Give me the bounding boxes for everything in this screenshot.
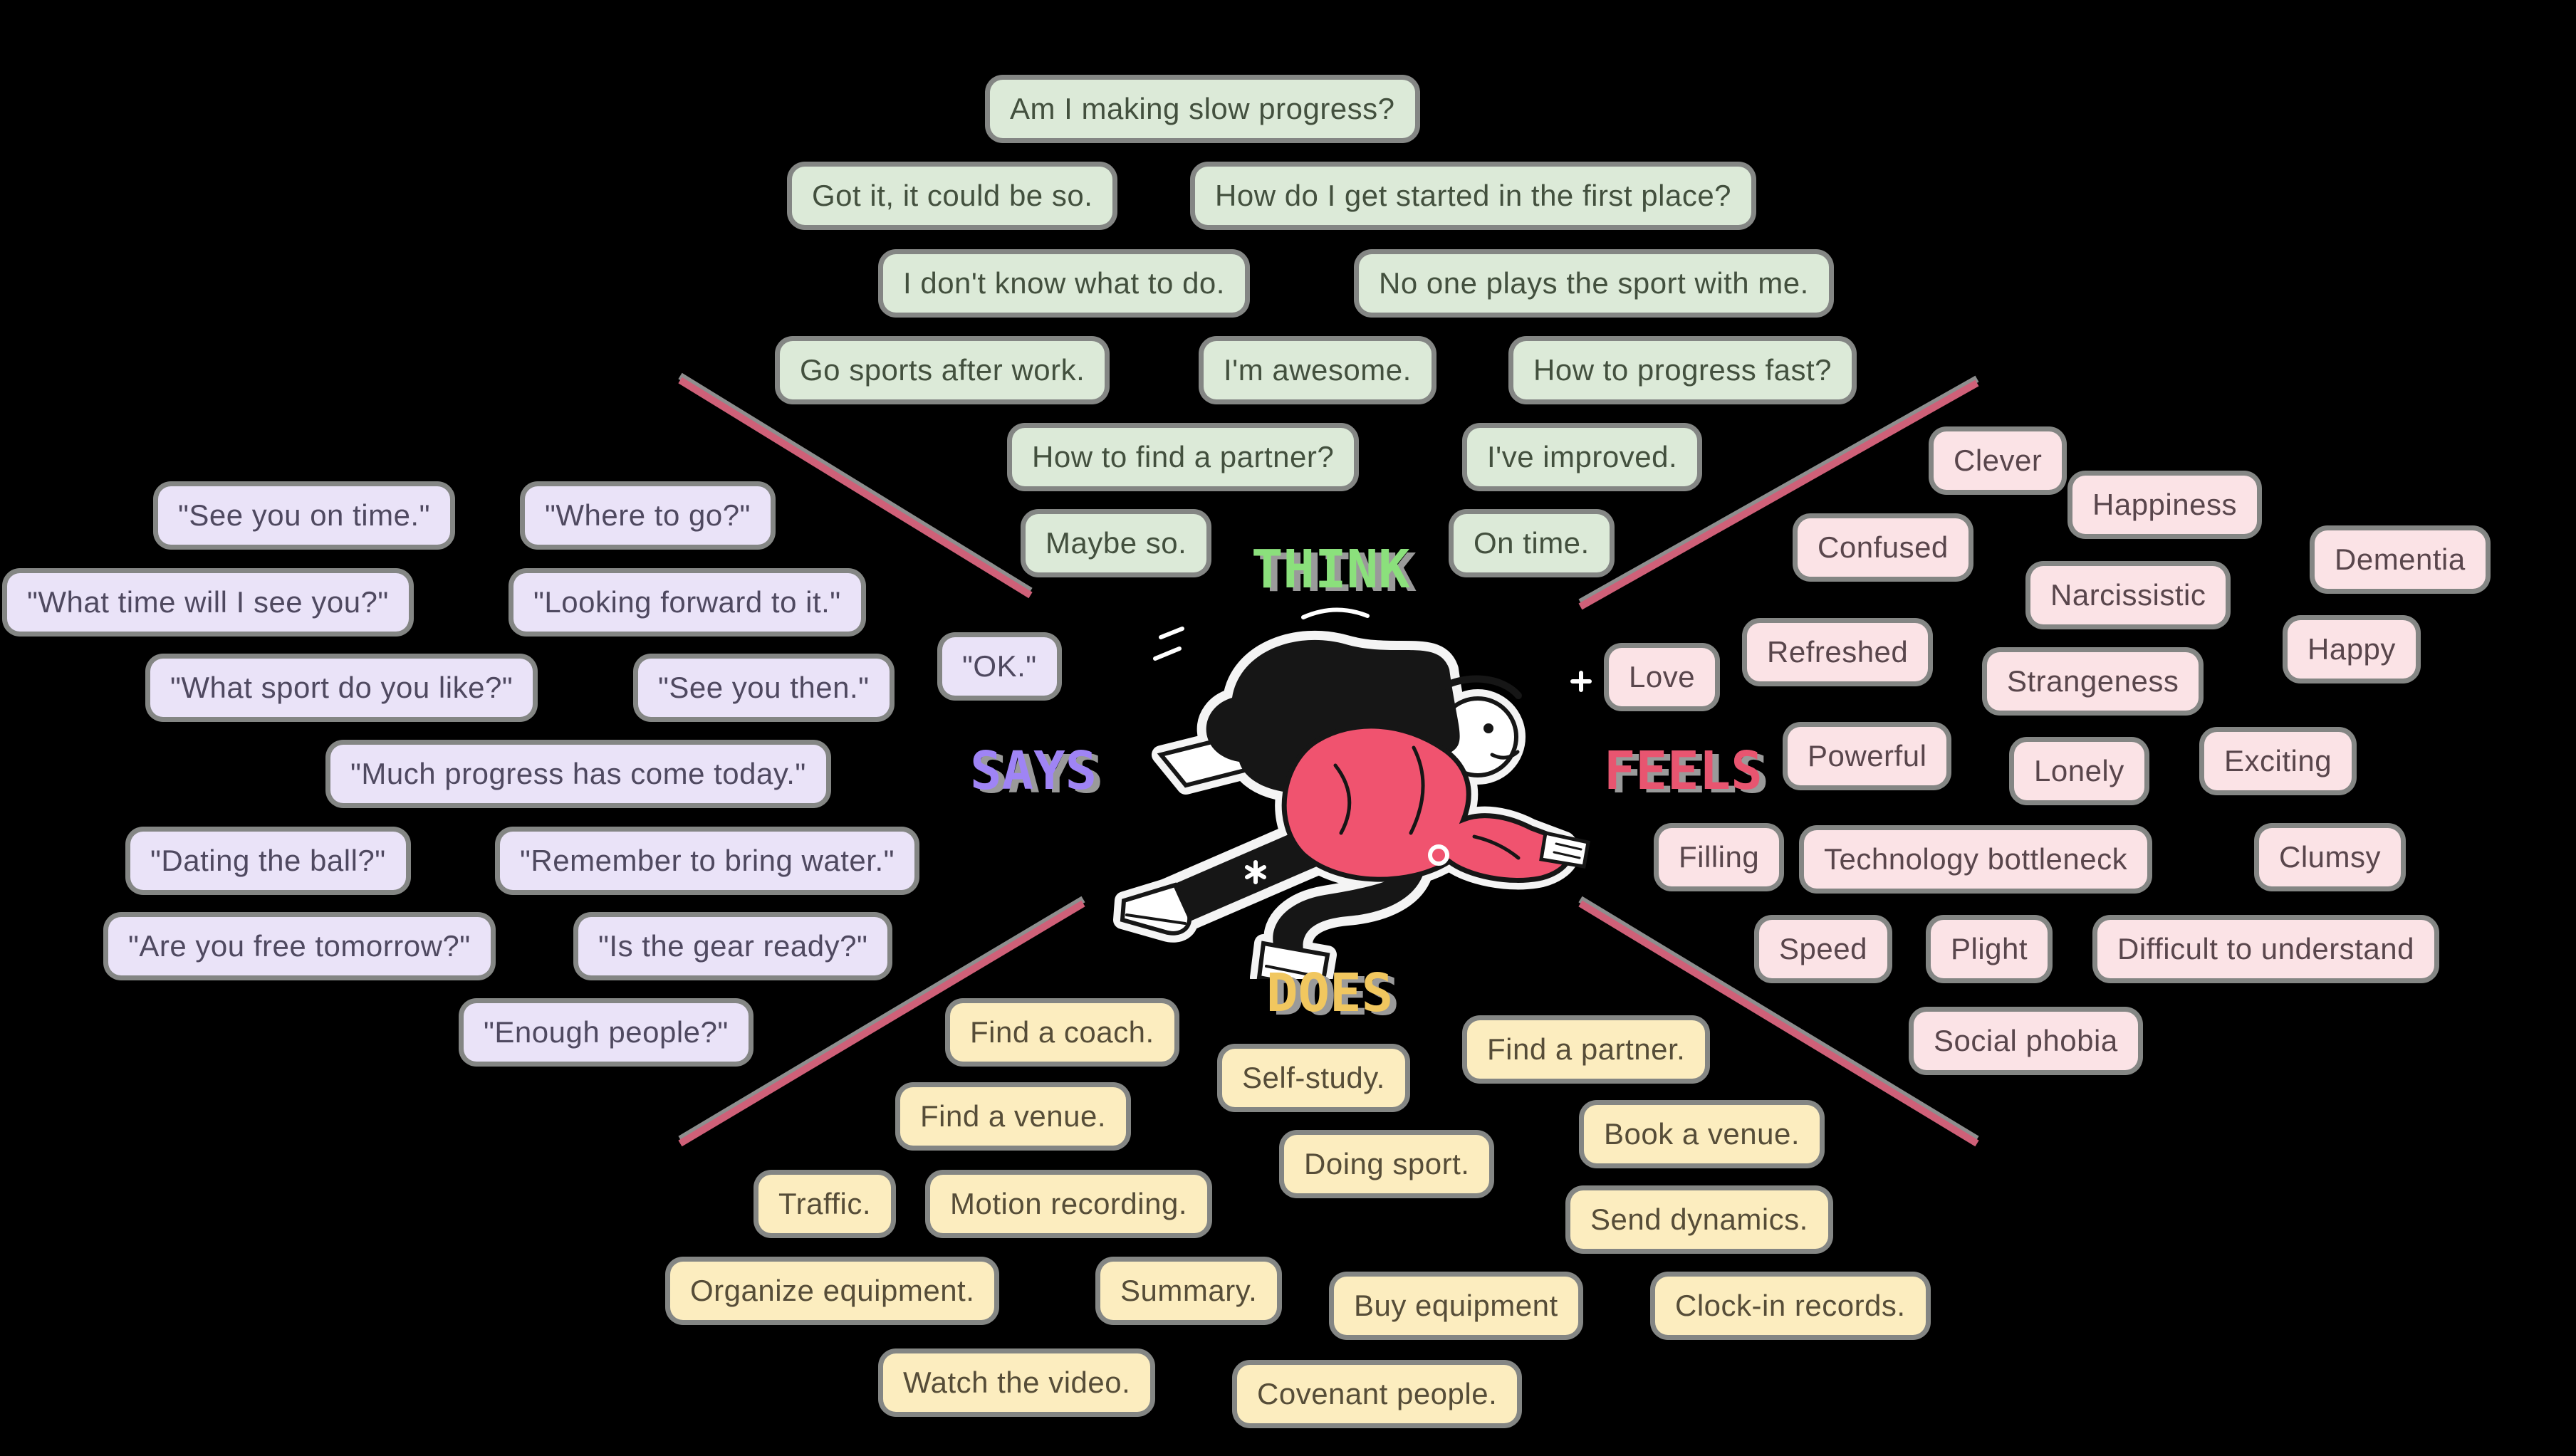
quadrant-label-does: DOES: [1266, 963, 1394, 1024]
sticky-note-think[interactable]: I'm awesome.: [1204, 341, 1432, 399]
sticky-note-feels[interactable]: Plight: [1931, 920, 2048, 978]
sticky-note-does[interactable]: Book a venue.: [1584, 1105, 1820, 1163]
sticky-note-does[interactable]: Summary.: [1100, 1262, 1278, 1320]
sticky-note-think[interactable]: Maybe so.: [1026, 514, 1207, 572]
sticky-note-feels[interactable]: Filling: [1659, 828, 1780, 886]
person-illustration: [1113, 607, 1592, 979]
quadrant-label-think: THINK: [1251, 539, 1410, 600]
sticky-note-says[interactable]: "What time will I see you?": [7, 573, 409, 632]
sparkle-icons: [1153, 607, 1592, 884]
sticky-note-think[interactable]: On time.: [1454, 514, 1610, 572]
person-head: [1206, 639, 1522, 793]
sticky-note-feels[interactable]: Exciting: [2204, 732, 2352, 790]
sticky-note-think[interactable]: I've improved.: [1467, 428, 1698, 486]
sticky-note-does[interactable]: Doing sport.: [1284, 1135, 1490, 1193]
sticky-note-think[interactable]: No one plays the sport with me.: [1359, 254, 1829, 313]
sticky-note-feels[interactable]: Love: [1609, 648, 1716, 706]
sticky-note-feels[interactable]: Happy: [2288, 620, 2416, 679]
sticky-note-says[interactable]: "OK.": [942, 637, 1057, 696]
sticky-note-says[interactable]: "Is the gear ready?": [578, 917, 888, 975]
sticky-note-does[interactable]: Watch the video.: [883, 1353, 1151, 1412]
sticky-note-feels[interactable]: Dementia: [2315, 530, 2486, 589]
sticky-note-does[interactable]: Clock-in records.: [1655, 1277, 1926, 1335]
sticky-note-says[interactable]: "Dating the ball?": [130, 832, 406, 890]
sticky-note-think[interactable]: I don't know what to do.: [883, 254, 1245, 313]
sticky-note-does[interactable]: Buy equipment: [1334, 1277, 1578, 1335]
sticky-note-feels[interactable]: Narcissistic: [2030, 566, 2226, 624]
sticky-note-think[interactable]: How to progress fast?: [1513, 341, 1852, 399]
sticky-note-does[interactable]: Send dynamics.: [1570, 1190, 1828, 1249]
sticky-note-feels[interactable]: Clumsy: [2259, 828, 2402, 886]
sticky-note-feels[interactable]: Social phobia: [1914, 1012, 2138, 1070]
sticky-note-says[interactable]: "What sport do you like?": [150, 659, 533, 717]
sticky-note-does[interactable]: Find a coach.: [950, 1003, 1174, 1062]
sticky-note-says[interactable]: "Much progress has come today.": [330, 745, 826, 803]
sticky-note-think[interactable]: How to find a partner?: [1012, 428, 1355, 486]
sticky-note-think[interactable]: Am I making slow progress?: [990, 80, 1415, 138]
sticky-note-think[interactable]: Go sports after work.: [780, 341, 1105, 399]
sticky-note-feels[interactable]: Confused: [1798, 518, 1968, 577]
sticky-note-says[interactable]: "Remember to bring water.": [500, 832, 915, 890]
person-legs: [1120, 828, 1424, 979]
sticky-note-feels[interactable]: Powerful: [1788, 727, 1947, 785]
sticky-note-does[interactable]: Organize equipment.: [670, 1262, 995, 1320]
sticky-note-does[interactable]: Motion recording.: [930, 1175, 1207, 1233]
sticky-note-does[interactable]: Covenant people.: [1237, 1365, 1518, 1423]
sticky-note-feels[interactable]: Difficult to understand: [2097, 920, 2434, 978]
sticky-note-says[interactable]: "See you then.": [638, 659, 890, 717]
sticky-note-does[interactable]: Traffic.: [758, 1175, 892, 1233]
sticky-note-feels[interactable]: Refreshed: [1747, 623, 1929, 681]
sticky-note-says[interactable]: "Enough people?": [464, 1003, 749, 1062]
sticky-note-says[interactable]: "Are you free tomorrow?": [108, 917, 491, 975]
sticky-note-think[interactable]: Got it, it could be so.: [792, 167, 1113, 225]
quadrant-label-feels: FEELS: [1604, 740, 1763, 802]
sticky-note-does[interactable]: Self-study.: [1222, 1049, 1405, 1107]
sticky-note-feels[interactable]: Strangeness: [1987, 652, 2199, 711]
sticky-note-feels[interactable]: Clever: [1934, 431, 2063, 490]
sticky-note-feels[interactable]: Lonely: [2014, 742, 2144, 800]
sticky-note-think[interactable]: How do I get started in the first place?: [1195, 167, 1752, 225]
scarf: [1157, 726, 1307, 788]
sticky-note-feels[interactable]: Technology bottleneck: [1804, 830, 2148, 889]
divider-line: [678, 372, 1033, 595]
sticky-note-does[interactable]: Find a partner.: [1467, 1020, 1706, 1079]
sticky-note-says[interactable]: "See you on time.": [158, 486, 451, 545]
quadrant-label-says: SAYS: [970, 740, 1097, 802]
sticky-note-does[interactable]: Find a venue.: [900, 1087, 1127, 1146]
person-halo: [1113, 630, 1580, 979]
sticky-note-feels[interactable]: Speed: [1759, 920, 1887, 978]
sticky-note-says[interactable]: "Looking forward to it.": [513, 573, 861, 632]
sticky-note-says[interactable]: "Where to go?": [525, 486, 771, 545]
sticky-note-feels[interactable]: Happiness: [2072, 476, 2257, 534]
person-jacket: [1281, 723, 1590, 883]
